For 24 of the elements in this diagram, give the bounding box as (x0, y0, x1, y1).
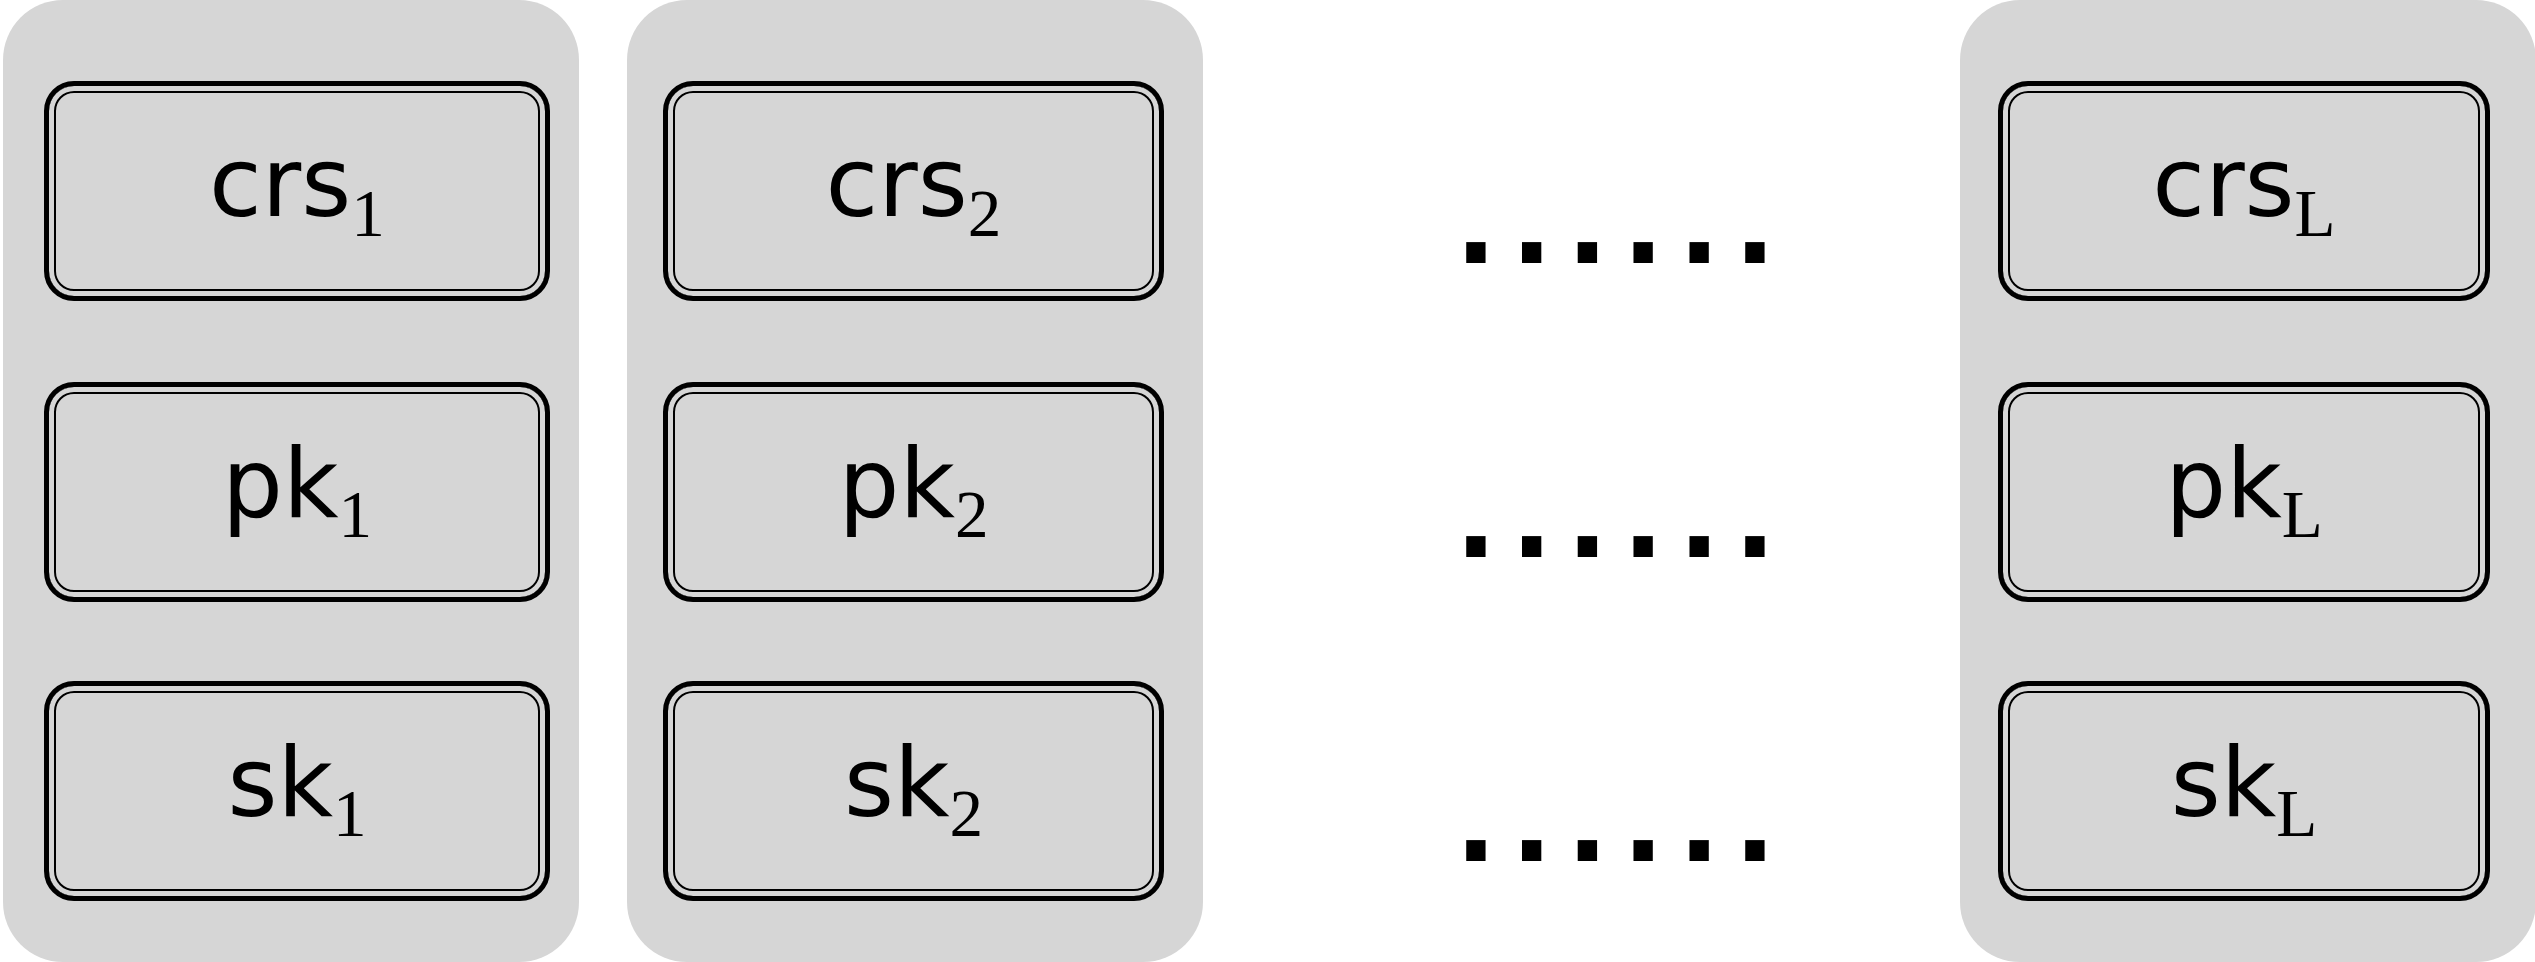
key-box (663, 382, 1164, 602)
key-box (1998, 681, 2490, 901)
key-label: crs$_{L}$ (2152, 134, 2336, 248)
key-label: sk$_{1}$ (227, 734, 367, 848)
ellipsis: ...... (1455, 464, 1790, 574)
key-box (44, 81, 550, 301)
key-box (1998, 382, 2490, 602)
ellipsis: ...... (1455, 768, 1790, 878)
key-label: crs$_{2}$ (825, 134, 1002, 248)
group-panel (1960, 0, 2535, 962)
key-label: sk$_{2}$ (843, 734, 984, 848)
key-box (663, 681, 1164, 901)
key-box (44, 382, 550, 602)
key-label: sk$_{L}$ (2170, 734, 2318, 848)
key-box (44, 681, 550, 901)
key-box (663, 81, 1164, 301)
ellipsis: ...... (1455, 170, 1790, 280)
group-panel (3, 0, 579, 962)
key-box (1998, 81, 2490, 301)
key-label: pk$_{1}$ (221, 435, 373, 549)
group-panel (627, 0, 1203, 962)
key-label: crs$_{1}$ (209, 134, 385, 248)
key-label: pk$_{2}$ (838, 435, 989, 549)
key-label: pk$_{L}$ (2165, 435, 2323, 549)
